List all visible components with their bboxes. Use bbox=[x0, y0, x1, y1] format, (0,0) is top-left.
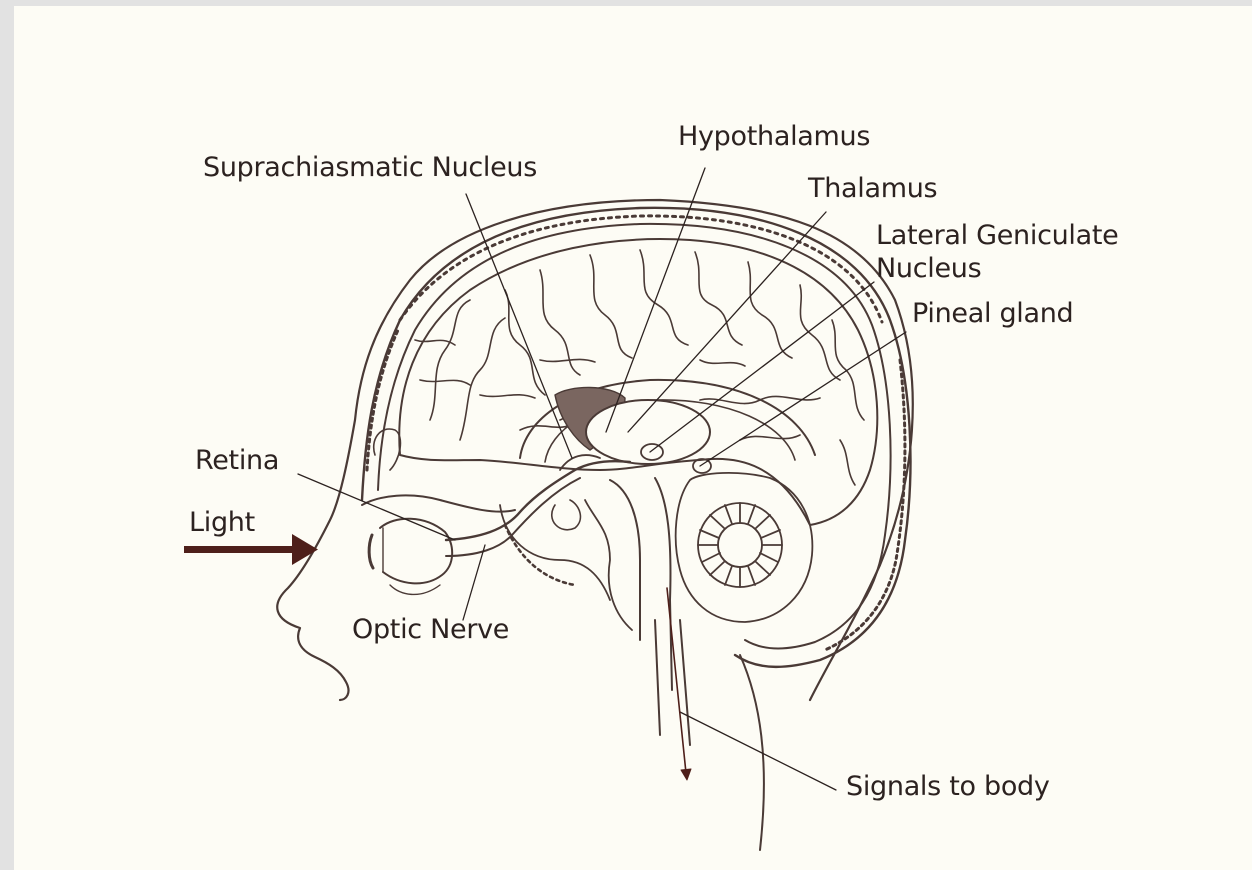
cerebrum-outline bbox=[399, 239, 877, 525]
label-optic-nerve: Optic Nerve bbox=[352, 614, 509, 647]
label-signals-to-body: Signals to body bbox=[846, 771, 1050, 804]
optic-nerve-2 bbox=[446, 478, 580, 556]
sinus bbox=[500, 505, 610, 600]
eye-outline bbox=[380, 519, 452, 584]
nasal-cavity bbox=[362, 495, 515, 511]
pituitary bbox=[552, 500, 581, 530]
signals-arrow-line bbox=[667, 588, 686, 773]
skull-bone-texture-3 bbox=[825, 360, 905, 650]
eye-lens bbox=[369, 535, 373, 568]
label-lateral-geniculate-line1: Lateral Geniculate bbox=[876, 220, 1118, 253]
diagram-panel bbox=[14, 6, 1252, 870]
label-thalamus: Thalamus bbox=[808, 173, 937, 206]
spinal-cord-left bbox=[655, 620, 660, 735]
label-hypothalamus: Hypothalamus bbox=[678, 121, 870, 154]
orbit-ring bbox=[374, 429, 401, 470]
eye-sclera-extra bbox=[390, 585, 440, 594]
brainstem bbox=[610, 480, 640, 640]
sinus-2 bbox=[505, 525, 575, 585]
label-pineal-gland: Pineal gland bbox=[912, 298, 1073, 331]
label-light: Light bbox=[189, 507, 255, 540]
label-lateral-geniculate-line2: Nucleus bbox=[876, 253, 981, 286]
label-retina: Retina bbox=[195, 445, 279, 478]
light-arrow-shaft bbox=[184, 546, 294, 553]
signals-arrow-head bbox=[681, 769, 691, 780]
label-suprachiasmatic-nucleus: Suprachiasmatic Nucleus bbox=[203, 152, 537, 185]
pons bbox=[585, 500, 632, 630]
skull-bone-texture-2 bbox=[367, 330, 398, 470]
brain-diagram bbox=[14, 6, 1252, 870]
light-arrow-head bbox=[292, 534, 318, 565]
